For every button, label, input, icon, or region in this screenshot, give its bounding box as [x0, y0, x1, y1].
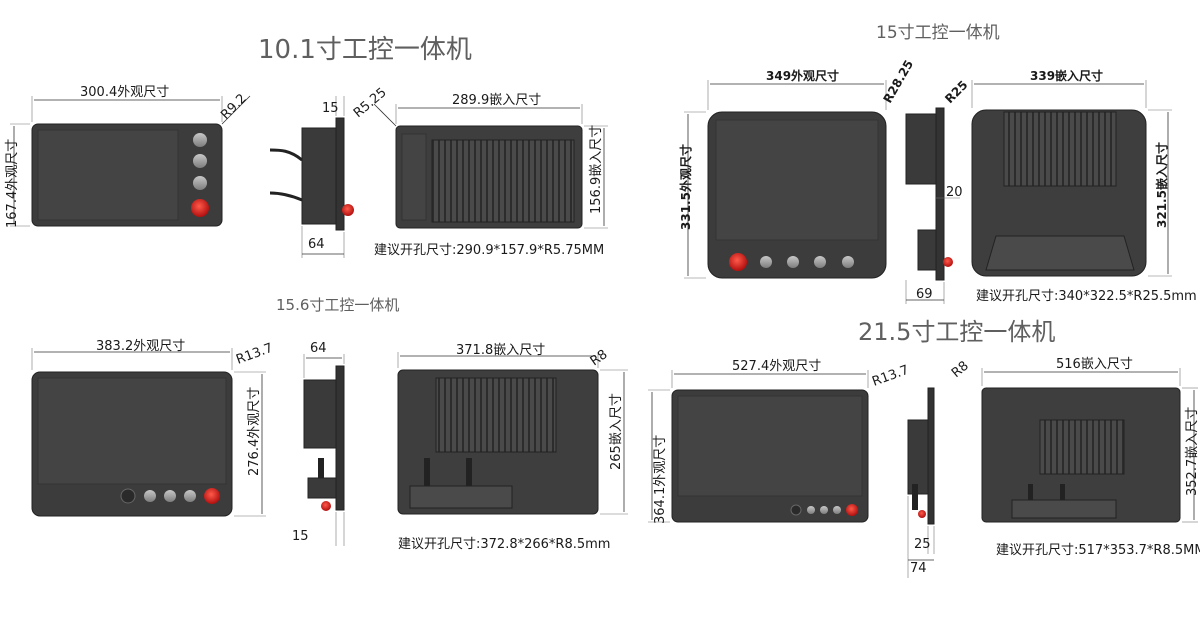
side-depth-21-5: 25: [914, 537, 931, 552]
side-depth-15: 20: [946, 185, 963, 200]
back-radius-10-1: R5.25: [351, 85, 390, 121]
side-total-21-5: 74: [910, 561, 927, 576]
back-radius-15: R25: [942, 78, 970, 106]
front-width-15: 349外观尺寸: [766, 68, 839, 83]
cutout-size-15-6: 建议开孔尺寸:372.8*266*R8.5mm: [398, 537, 610, 552]
function-button: [193, 154, 207, 168]
back-height-15: 321.5嵌入尺寸: [1154, 142, 1169, 228]
cutout-size-15: 建议开孔尺寸:340*322.5*R25.5mm: [976, 289, 1197, 304]
function-button: [193, 133, 207, 147]
back-view-15: [971, 109, 1147, 277]
side-view-21-5: [907, 387, 935, 525]
side-total-10-1: 64: [308, 237, 325, 252]
section-title-15-6: 15.6寸工控一体机: [276, 296, 399, 314]
back-width-21-5: 516嵌入尺寸: [1056, 357, 1133, 372]
emergency-stop-button: [846, 504, 858, 516]
side-total-15: 69: [916, 287, 933, 302]
back-width-10-1: 289.9嵌入尺寸: [452, 93, 541, 108]
side-depth-10-1: 15: [322, 101, 339, 116]
back-radius-15-6: R8: [588, 347, 611, 369]
side-view-10-1: [269, 117, 354, 231]
front-height-10-1: 167.4外观尺寸: [5, 139, 20, 228]
section-title-21-5: 21.5寸工控一体机: [858, 318, 1055, 346]
back-view-10-1: [395, 125, 583, 229]
side-view-15: [905, 107, 953, 281]
back-width-15: 339嵌入尺寸: [1030, 68, 1103, 83]
emergency-stop-button: [729, 253, 747, 271]
front-height-15-6: 276.4外观尺寸: [247, 387, 262, 476]
front-radius-15-6: R13.7: [234, 341, 275, 368]
back-width-15-6: 371.8嵌入尺寸: [456, 343, 545, 358]
emergency-stop-button: [191, 199, 209, 217]
front-height-21-5: 364.1外观尺寸: [653, 435, 668, 524]
front-view-10-1: [31, 123, 223, 227]
emergency-stop-button: [204, 488, 220, 504]
side-total-15-6: 15: [292, 529, 309, 544]
back-radius-21-5: R8: [949, 358, 972, 381]
cutout-size-21-5: 建议开孔尺寸:517*353.7*R8.5MM: [996, 543, 1200, 558]
front-view-21-5: [671, 389, 869, 523]
function-button: [193, 176, 207, 190]
back-view-15-6: [397, 369, 599, 515]
back-height-10-1: 156.9嵌入尺寸: [589, 125, 604, 214]
side-view-15-6: [303, 365, 345, 511]
side-depth-15-6: 64: [310, 341, 327, 356]
front-view-15: [707, 111, 887, 279]
back-height-21-5: 352.7嵌入尺寸: [1185, 407, 1200, 496]
front-width-15-6: 383.2外观尺寸: [96, 339, 185, 354]
front-radius-10-1: R9.2: [218, 91, 250, 123]
cutout-size-10-1: 建议开孔尺寸:290.9*157.9*R5.75MM: [374, 243, 604, 258]
front-radius-21-5: R13.7: [870, 363, 911, 390]
section-title-15: 15寸工控一体机: [876, 23, 1000, 43]
front-width-21-5: 527.4外观尺寸: [732, 359, 821, 374]
back-view-21-5: [981, 387, 1181, 523]
back-height-15-6: 265嵌入尺寸: [609, 393, 624, 470]
front-width-10-1: 300.4外观尺寸: [80, 85, 169, 100]
section-title-10-1: 10.1寸工控一体机: [258, 35, 472, 65]
front-view-15-6: [31, 371, 233, 517]
front-height-15: 331.5外观尺寸: [678, 144, 693, 230]
